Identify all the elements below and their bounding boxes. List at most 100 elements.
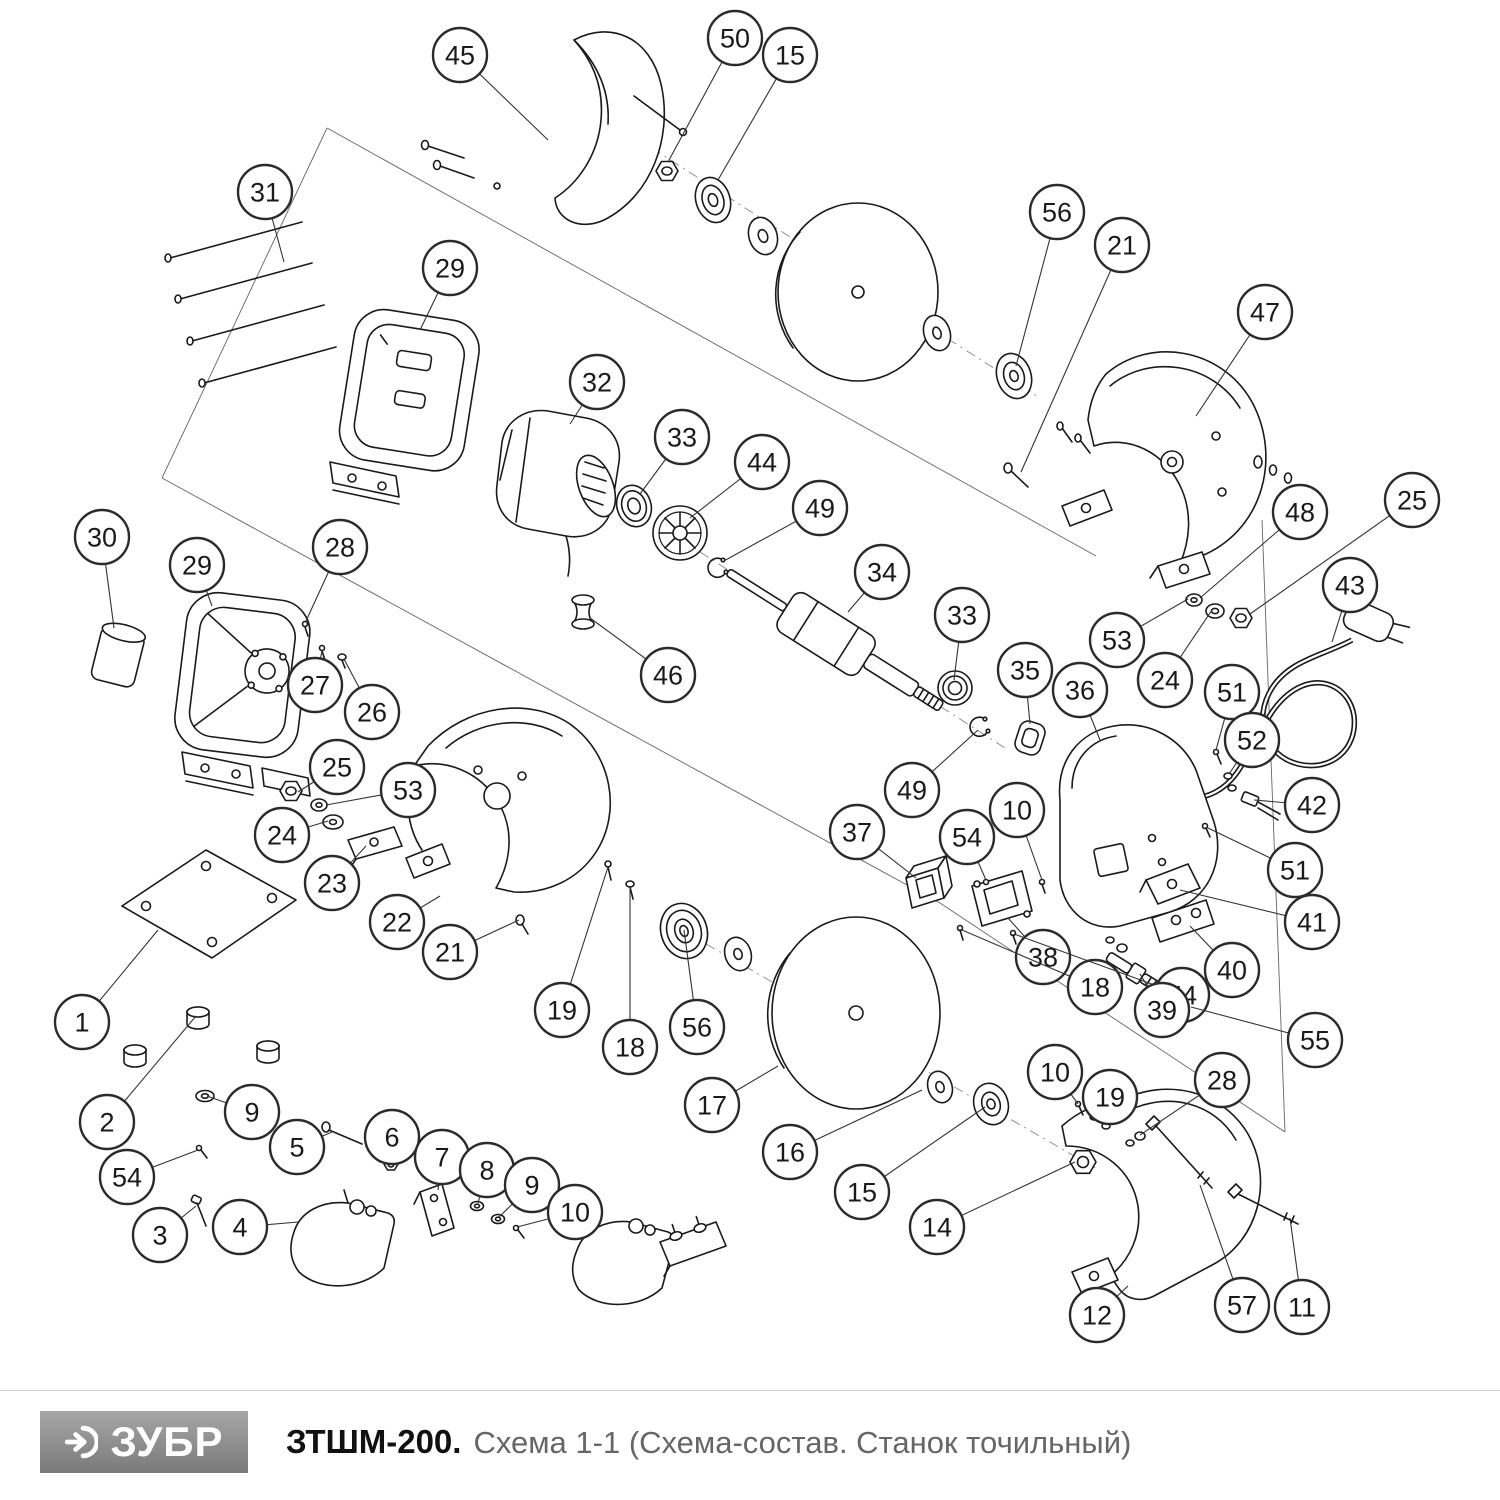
long-bolt-11 [1227, 1183, 1299, 1225]
wheel-washer-main [723, 936, 753, 972]
callout-54: 54 [98, 1148, 199, 1206]
callout-16: 16 [761, 1089, 923, 1181]
snap-ring-rear [969, 716, 991, 738]
svg-text:49: 49 [805, 494, 835, 524]
zubr-logo-text: ЗУБР [110, 1418, 224, 1465]
svg-text:24: 24 [1150, 666, 1180, 696]
callout-2: 2 [78, 1015, 197, 1151]
small-screw-54 [195, 1144, 208, 1159]
svg-text:40: 40 [1217, 956, 1247, 986]
tie-rods [164, 221, 337, 388]
svg-text:10: 10 [1040, 1058, 1070, 1088]
svg-text:53: 53 [393, 776, 423, 806]
callout-57: 57 [1199, 1184, 1271, 1334]
svg-text:28: 28 [325, 533, 355, 563]
callout-28: 28 [305, 518, 369, 622]
callout-51: 51 [1207, 827, 1324, 899]
svg-text:17: 17 [697, 1091, 727, 1121]
svg-text:30: 30 [87, 523, 117, 553]
callout-55: 55 [1190, 1006, 1344, 1069]
svg-text:34: 34 [867, 558, 897, 588]
svg-text:45: 45 [445, 41, 475, 71]
callout-31: 31 [236, 163, 294, 263]
svg-text:54: 54 [952, 823, 982, 853]
svg-text:22: 22 [382, 908, 412, 938]
callout-40: 40 [1189, 925, 1261, 999]
callout-30: 30 [73, 508, 131, 629]
bolt-5 [321, 1121, 363, 1145]
callout-54: 54 [938, 808, 996, 881]
svg-text:48: 48 [1285, 498, 1315, 528]
wheel-washer-top [747, 216, 779, 256]
svg-text:37: 37 [842, 818, 872, 848]
washers-nut-right [1185, 593, 1253, 629]
svg-text:35: 35 [1010, 656, 1040, 686]
svg-text:42: 42 [1297, 791, 1327, 821]
svg-text:28: 28 [1207, 1066, 1237, 1096]
inner-flange-top [995, 352, 1033, 400]
callout-10: 10 [1026, 1043, 1084, 1105]
svg-text:18: 18 [1080, 973, 1110, 1003]
clamp-bracket [413, 1183, 455, 1237]
rubber-feet [123, 1006, 280, 1068]
callout-32: 32 [568, 353, 626, 425]
callout-34: 34 [847, 543, 911, 613]
outer-flange-main [972, 1082, 1010, 1126]
callout-3: 3 [131, 1205, 197, 1264]
callout-6: 6 [363, 1108, 421, 1166]
outer-flange-top [694, 176, 732, 224]
callout-47: 47 [1195, 283, 1294, 417]
svg-text:19: 19 [1095, 1083, 1125, 1113]
svg-text:15: 15 [775, 41, 805, 71]
svg-text:18: 18 [615, 1033, 645, 1063]
wheel-guard-left [405, 707, 612, 893]
callout-21: 21 [1020, 216, 1151, 473]
bearing-rear [937, 670, 973, 706]
svg-text:12: 12 [1082, 1301, 1112, 1331]
svg-text:55: 55 [1300, 1026, 1330, 1056]
callout-18: 18 [601, 887, 659, 1076]
callout-48: 48 [1199, 483, 1329, 599]
svg-text:23: 23 [317, 869, 347, 899]
svg-text:3: 3 [152, 1221, 167, 1251]
callout-28: 28 [1139, 1051, 1251, 1136]
callout-15: 15 [717, 26, 819, 181]
eye-shield-mid [571, 1218, 676, 1306]
callout-42: 42 [1253, 776, 1341, 834]
callout-14: 14 [908, 1161, 1076, 1256]
callout-19: 19 [533, 866, 609, 1039]
fan [652, 505, 708, 561]
svg-text:25: 25 [322, 753, 352, 783]
callout-17: 17 [683, 1065, 779, 1134]
rest-bracket-lower [1151, 899, 1215, 943]
callout-33: 33 [933, 586, 991, 681]
rest-bracket-upper [1139, 863, 1201, 905]
rotor-shaft [726, 568, 944, 711]
eye-shield-left [290, 1189, 396, 1287]
svg-text:52: 52 [1237, 726, 1267, 756]
diagram-subtitle: Схема 1-1 (Схема-состав. Станок точильны… [473, 1425, 1132, 1460]
wheel-guard-bottom-right [1061, 1088, 1262, 1301]
spacer-screws-mid [604, 860, 635, 900]
washer-8 [469, 1200, 485, 1212]
zubr-logo: ЗУБР [40, 1411, 248, 1473]
callout-23: 23 [303, 845, 367, 912]
stator [495, 409, 621, 577]
bolt-3 [190, 1194, 207, 1227]
wheel-washer-outer-main [926, 1070, 954, 1104]
svg-text:56: 56 [1042, 198, 1072, 228]
washer-9b [490, 1213, 506, 1225]
diagram-title: ЗТШМ-200.Схема 1-1 (Схема-состав. Станок… [286, 1423, 1131, 1461]
svg-text:49: 49 [897, 776, 927, 806]
svg-text:6: 6 [384, 1123, 399, 1153]
long-bolt-57 [1145, 1115, 1213, 1189]
callout-50: 50 [667, 9, 764, 163]
callout-56: 56 [1015, 183, 1086, 367]
zubr-logo-icon [65, 1425, 99, 1459]
callout-53: 53 [325, 761, 437, 819]
callout-41: 41 [1179, 889, 1341, 951]
housing-screws-left [301, 620, 347, 669]
callout-21: 21 [421, 919, 520, 981]
callout-37: 37 [828, 803, 917, 879]
